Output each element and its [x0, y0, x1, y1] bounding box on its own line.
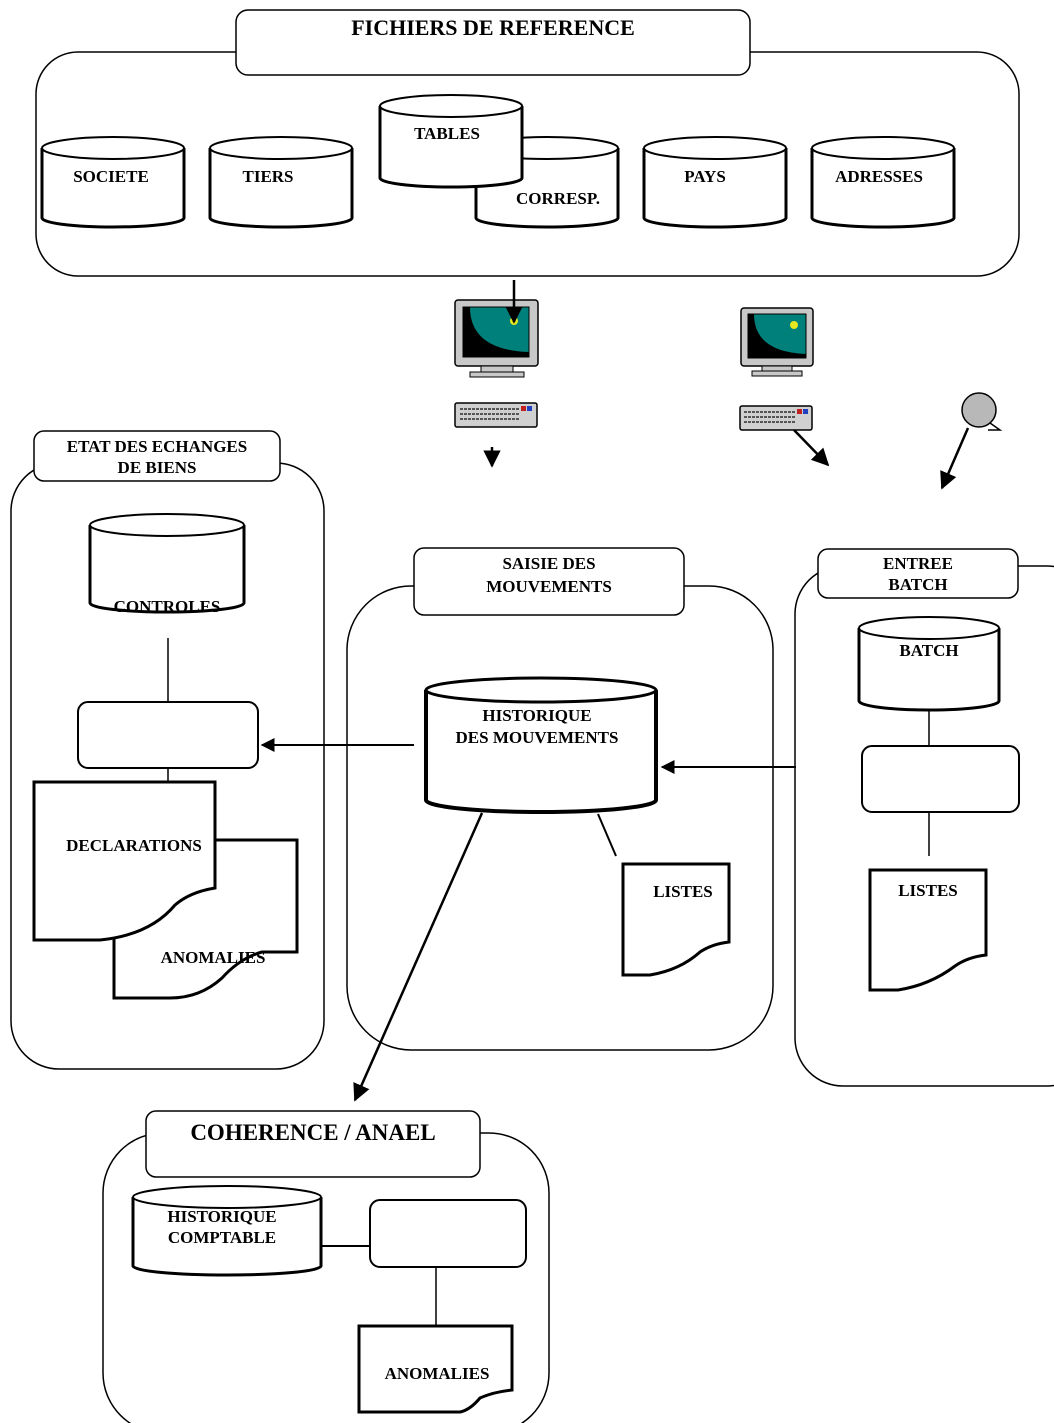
batch-file-label: BATCH: [899, 641, 958, 660]
arrow-keyboard-right: [793, 429, 830, 467]
batch-file-icon: BATCH: [857, 616, 1001, 712]
coherence-process-box: [369, 1199, 527, 1268]
declarations-label: DECLARATIONS: [66, 836, 202, 855]
saisie-title-line2: MOUVEMENTS: [486, 577, 612, 596]
historique-mouvements-file-icon: HISTORIQUE DES MOUVEMENTS: [424, 676, 658, 814]
coherence-title-box: [145, 1110, 481, 1178]
tiers-file-icon: TIERS: [208, 136, 354, 229]
saisie-group-frame: [346, 585, 774, 1051]
keyboard-icon: [454, 402, 538, 428]
pays-label: PAYS: [684, 167, 726, 186]
arrow-tape-down: [940, 427, 970, 490]
monitor-icon: [740, 307, 814, 377]
saisie-mouvements-group: SAISIE DES MOUVEMENTS HISTORIQUE DES MOU…: [346, 547, 774, 1051]
saisie-title-line1: SAISIE DES: [502, 554, 595, 573]
batch-listes-label: LISTES: [898, 881, 958, 900]
batch-listes-document-icon: LISTES: [868, 868, 988, 992]
saisie-title-box: [413, 547, 685, 616]
etat-title-line2: DE BIENS: [118, 458, 197, 477]
adresses-label: ADRESSES: [835, 167, 923, 186]
terminal-right: [739, 307, 814, 431]
batch-title-line1: ENTREE: [883, 554, 953, 573]
coherence-title: COHERENCE / ANAEL: [190, 1120, 435, 1145]
batch-process-box: [861, 745, 1020, 813]
historique-comptable-file-icon: HISTORIQUE COMPTABLE: [131, 1185, 323, 1277]
reference-title-box: [235, 9, 751, 76]
controles-file-icon: CONTROLES: [88, 513, 246, 616]
historique-mouvements-line1: HISTORIQUE: [482, 706, 591, 725]
terminal-left: [454, 299, 539, 428]
coherence-anael-group: COHERENCE / ANAEL HISTORIQUE COMPTABLE A…: [102, 1110, 550, 1423]
tables-label: TABLES: [414, 124, 480, 143]
historique-comptable-line2: COMPTABLE: [168, 1228, 276, 1247]
saisie-listes-document-icon: LISTES: [621, 862, 731, 977]
saisie-listes-label: LISTES: [653, 882, 713, 901]
batch-title-box: [817, 548, 1019, 599]
etat-echanges-group: ETAT DES ECHANGES DE BIENS CONTROLES ANO…: [10, 430, 325, 1070]
adresses-file-icon: ADRESSES: [810, 136, 956, 229]
corresp-label: CORRESP.: [516, 189, 600, 208]
tiers-label: TIERS: [242, 167, 293, 186]
tables-file-icon: TABLES: [378, 94, 524, 189]
reference-files-group: FICHIERS DE REFERENCE SOCIETE TIERS CORR…: [35, 9, 1020, 277]
societe-file-icon: SOCIETE: [40, 136, 186, 229]
historique-comptable-line1: HISTORIQUE: [167, 1207, 276, 1226]
declarations-document-icon: DECLARATIONS: [32, 780, 217, 942]
arrow-historique-to-coherence: [353, 812, 484, 1102]
coherence-anomalies-document-icon: ANOMALIES: [357, 1324, 514, 1414]
entree-batch-group: ENTREE BATCH BATCH LISTES: [794, 548, 1054, 1087]
reference-title: FICHIERS DE REFERENCE: [351, 15, 635, 40]
keyboard-icon: [739, 405, 813, 431]
controles-label: CONTROLES: [114, 597, 221, 616]
etat-title-line1: ETAT DES ECHANGES: [67, 437, 247, 456]
pays-file-icon: PAYS: [642, 136, 788, 229]
etat-anomalies-label: ANOMALIES: [161, 948, 266, 967]
tape-reel-icon: [961, 392, 1003, 431]
monitor-icon: [454, 299, 539, 378]
historique-mouvements-line2: DES MOUVEMENTS: [456, 728, 619, 747]
etat-title-box: [33, 430, 281, 482]
etat-process-box: [77, 701, 259, 769]
societe-label: SOCIETE: [73, 167, 149, 186]
coherence-anomalies-label: ANOMALIES: [385, 1364, 490, 1383]
batch-title-line2: BATCH: [888, 575, 947, 594]
